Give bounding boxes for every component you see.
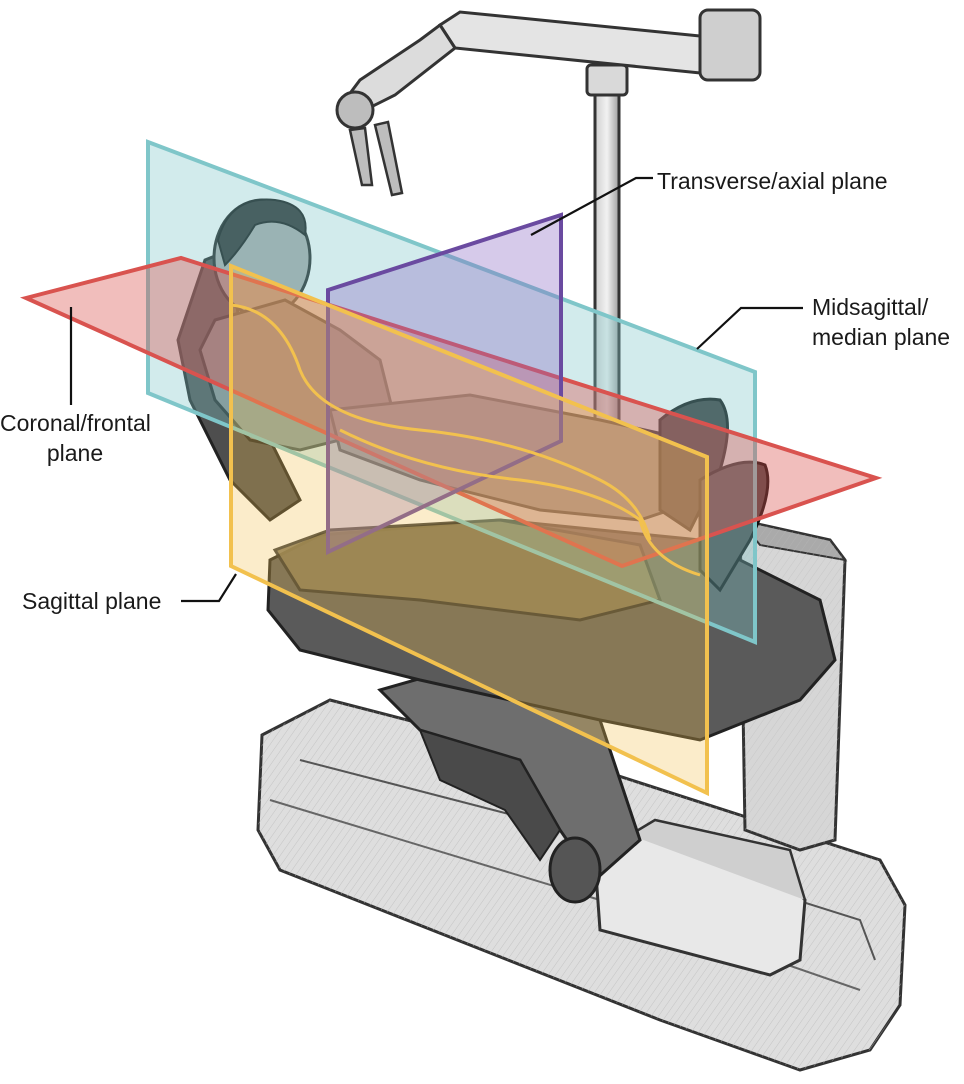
- label-midsagittal-plane: Midsagittal/ median plane: [812, 292, 950, 352]
- label-midsagittal-line1: Midsagittal/: [812, 294, 929, 320]
- sagittal-plane: [229, 263, 709, 797]
- transverse-plane: [19, 255, 883, 569]
- label-transverse-text: Transverse/axial plane: [657, 168, 888, 194]
- leader-transverse: [530, 176, 653, 236]
- label-coronal-plane: Coronal/frontal plane: [0, 408, 151, 468]
- leader-sagittal: [181, 573, 237, 603]
- leader-lines: [69, 176, 803, 603]
- label-sagittal-plane: Sagittal plane: [22, 586, 161, 616]
- label-transverse-plane: Transverse/axial plane: [657, 166, 888, 196]
- label-coronal-line2: plane: [46, 440, 104, 466]
- label-coronal-line1: Coronal/frontal: [0, 410, 151, 436]
- leader-midsagittal: [696, 306, 803, 350]
- label-sagittal-text: Sagittal plane: [22, 588, 162, 614]
- label-midsagittal-line2: median plane: [812, 324, 951, 350]
- coronal-plane: [326, 212, 563, 556]
- dental-light-arm: [335, 8, 762, 467]
- midsagittal-plane: [146, 139, 757, 645]
- patient-figure: [198, 198, 770, 593]
